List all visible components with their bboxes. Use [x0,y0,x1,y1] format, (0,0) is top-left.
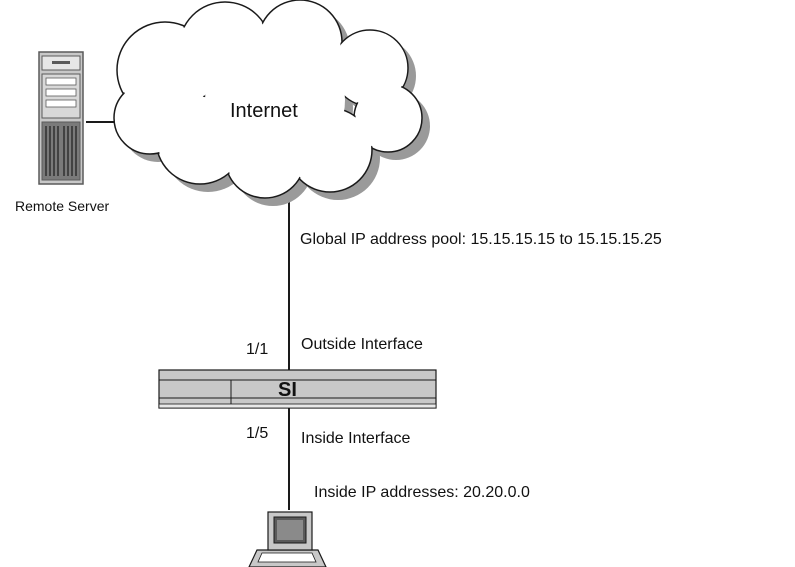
inside-port-label: 1/5 [246,425,269,442]
server-label: Remote Server [15,198,110,214]
outside-port-label: 1/1 [246,341,269,358]
workstation-icon [248,511,327,567]
outside-interface-label: Outside Interface [301,336,423,353]
server-icon [38,51,84,185]
switch-icon [158,369,437,409]
cloud-label: Internet [230,100,298,122]
inside-ip-label: Inside IP addresses: 20.20.0.0 [314,484,530,501]
inside-interface-label: Inside Interface [301,430,411,447]
switch-label: SI [278,379,297,401]
ip-pool-label: Global IP address pool: 15.15.15.15 to 1… [300,231,662,248]
cloud-icon [113,0,430,206]
